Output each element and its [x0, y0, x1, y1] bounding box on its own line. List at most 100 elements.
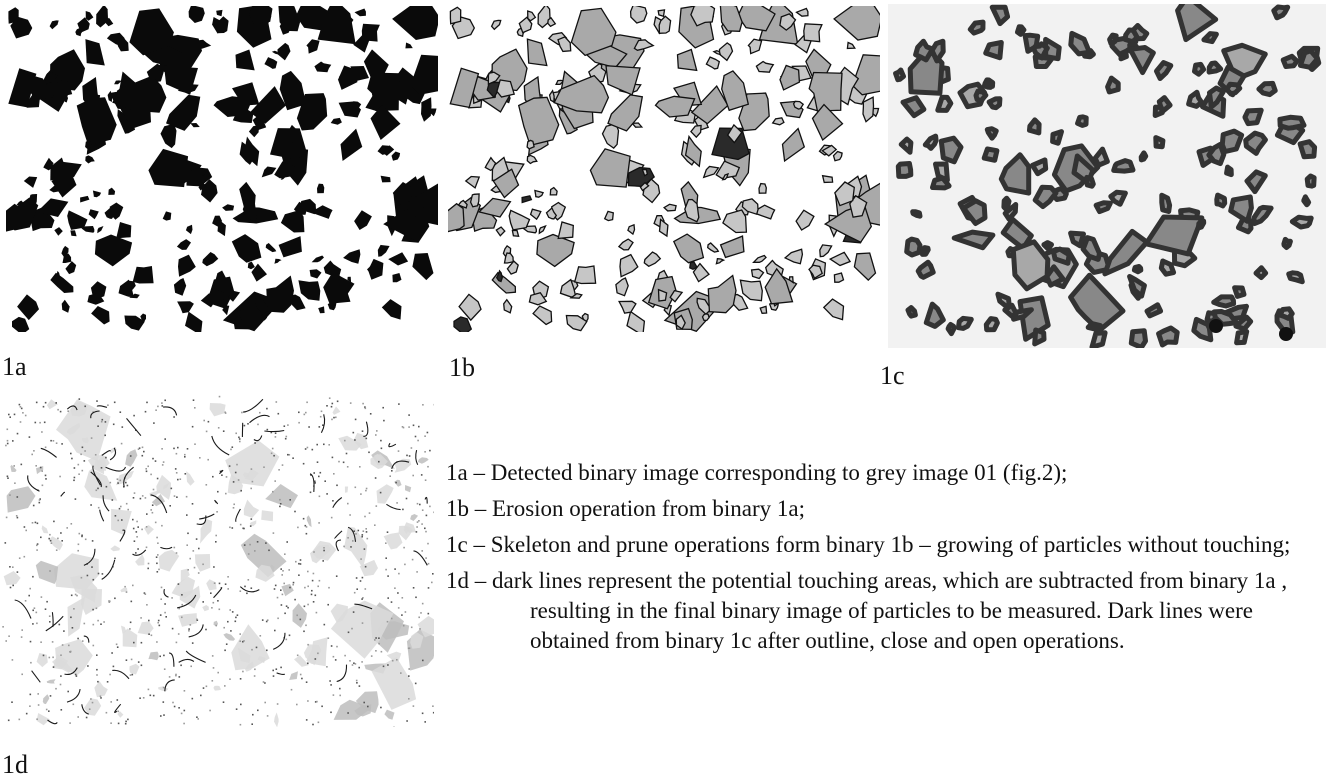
- speckle-dot: [145, 411, 147, 413]
- speckle-dot: [224, 650, 226, 652]
- grain-shape: [189, 6, 205, 23]
- speckle-dot: [359, 466, 361, 468]
- eroded-grain-shape: [754, 256, 766, 263]
- speckle-dot: [287, 454, 289, 456]
- speckle-dot: [105, 421, 107, 423]
- grown-particle-shape: [907, 239, 920, 255]
- touching-line: [163, 407, 177, 415]
- speckle-dot: [73, 480, 75, 482]
- speckle-dot: [387, 664, 389, 666]
- grain-shape: [272, 51, 278, 55]
- speckle-dot: [352, 664, 354, 666]
- speckle-dot: [131, 601, 133, 603]
- speckle-dot: [150, 509, 152, 511]
- speckle-dot: [338, 461, 340, 463]
- speckle-dot: [147, 568, 149, 570]
- speckle-dot: [173, 416, 175, 418]
- speckle-dot: [227, 621, 229, 623]
- speckle-dot: [292, 457, 294, 459]
- speckle-dot: [133, 497, 135, 499]
- speckle-dot: [375, 434, 377, 436]
- speckle-dot: [184, 454, 186, 456]
- speckle-dot: [21, 464, 23, 466]
- speckle-dot: [406, 498, 408, 500]
- speckle-dot: [134, 492, 136, 494]
- grain-shape: [354, 210, 372, 230]
- eroded-grain-shape: [785, 249, 802, 264]
- speckle-dot: [9, 566, 11, 568]
- speckle-dot: [319, 580, 321, 582]
- touching-line: [186, 651, 205, 663]
- speckle-dot: [424, 435, 426, 437]
- speckle-dot: [161, 525, 163, 527]
- speckled-grain-shape: [418, 457, 429, 463]
- speckle-dot: [133, 415, 135, 417]
- speckled-grain-shape: [384, 710, 394, 720]
- grown-particle-shape: [1025, 35, 1038, 51]
- touching-line: [250, 415, 270, 422]
- grown-particle-shape: [898, 164, 911, 177]
- speckle-dot: [77, 638, 79, 640]
- speckled-grain-shape: [377, 484, 394, 503]
- speckle-dot: [364, 516, 366, 518]
- speckle-dot: [223, 430, 225, 432]
- speckle-dot: [70, 453, 72, 455]
- speckle-dot: [286, 605, 288, 607]
- speckle-dot: [84, 623, 86, 625]
- speckle-dot: [61, 540, 63, 542]
- speckle-dot: [432, 705, 434, 707]
- grain-shape: [80, 196, 89, 203]
- speckle-dot: [223, 627, 225, 629]
- speckle-dot: [110, 482, 112, 484]
- speckle-dot: [61, 443, 63, 445]
- eroded-grain-shape: [664, 204, 676, 211]
- eroded-grain-shape: [740, 280, 762, 301]
- grown-particle-shape: [1209, 63, 1221, 72]
- speckle-dot: [271, 453, 273, 455]
- speckle-dot: [164, 668, 166, 670]
- speckle-dot: [291, 689, 293, 691]
- speckle-dot: [360, 493, 362, 495]
- eroded-grain-shape: [496, 227, 505, 236]
- speckle-dot: [136, 521, 138, 523]
- speckle-dot: [207, 459, 209, 461]
- speckle-dot: [178, 583, 180, 585]
- touching-line: [425, 497, 427, 503]
- speckle-dot: [297, 655, 299, 657]
- speckle-dot: [257, 541, 259, 543]
- speckle-dot: [277, 597, 279, 599]
- speckle-dot: [97, 620, 99, 622]
- speckle-dot: [427, 543, 429, 545]
- speckled-grain-shape: [135, 554, 144, 565]
- speckle-dot: [316, 612, 318, 614]
- speckle-dot: [411, 447, 413, 449]
- speckle-dot: [177, 479, 179, 481]
- grown-particle-shape: [932, 41, 943, 61]
- speckle-dot: [306, 526, 308, 528]
- speckle-dot: [408, 675, 410, 677]
- speckle-dot: [186, 496, 188, 498]
- speckle-dot: [161, 587, 163, 589]
- speckle-dot: [347, 712, 349, 714]
- speckle-dot: [396, 659, 398, 661]
- speckle-dot: [219, 583, 221, 585]
- speckle-dot: [181, 713, 183, 715]
- eroded-grain-shape: [748, 39, 761, 53]
- speckle-dot: [296, 704, 298, 706]
- speckle-dot: [371, 655, 373, 657]
- speckle-dot: [30, 694, 32, 696]
- speckle-dot: [206, 431, 208, 433]
- speckle-dot: [6, 517, 8, 519]
- speckle-dot: [282, 464, 284, 466]
- speckle-dot: [257, 710, 259, 712]
- speckle-dot: [70, 617, 72, 619]
- speckle-dot: [7, 440, 9, 442]
- speckle-dot: [32, 522, 34, 524]
- speckle-dot: [126, 659, 128, 661]
- speckle-dot: [365, 566, 367, 568]
- speckle-dot: [126, 503, 128, 505]
- speckle-dot: [347, 503, 349, 505]
- speckle-dot: [230, 630, 232, 632]
- eroded-grain-shape: [708, 276, 736, 313]
- speckle-dot: [353, 611, 355, 613]
